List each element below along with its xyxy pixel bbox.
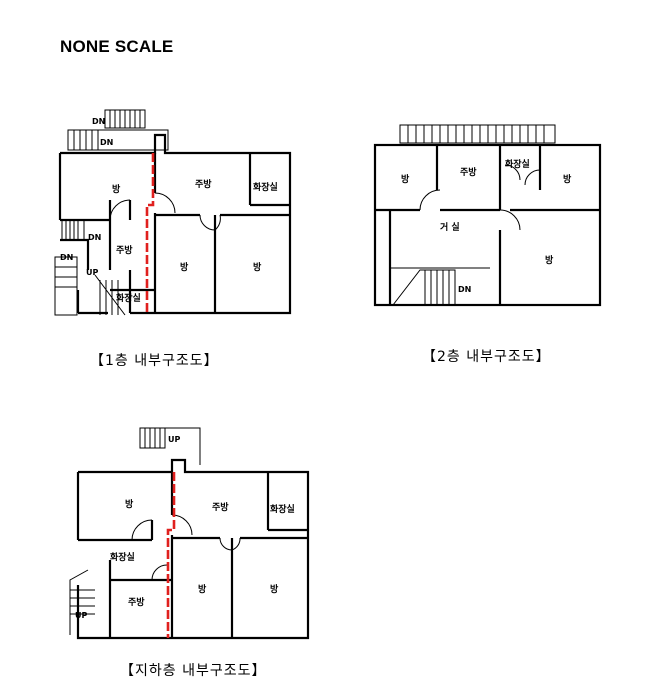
room-label: 주방 [116, 244, 133, 256]
room-label: 방 [125, 498, 134, 510]
room-label: 방 [198, 583, 207, 595]
stair-top-b1 [139, 427, 201, 465]
room-label: 방 [401, 173, 410, 185]
stair-label-dn-1: DN [92, 117, 105, 126]
room-label: 방 [270, 583, 279, 595]
room-label: 거 실 [440, 221, 460, 233]
room-label: 주방 [460, 166, 477, 178]
room-label: 방 [563, 173, 572, 185]
room-label: 주방 [212, 501, 229, 513]
stair-top-1f [67, 109, 169, 151]
floor-plan-2f: 방 주방 화장실 방 거 실 방 DN [373, 124, 602, 307]
room-label: 방 [253, 261, 262, 273]
room-label: 방 [545, 254, 554, 266]
outer-wall-2f [373, 143, 602, 307]
stair-bottom-2f [390, 267, 490, 306]
floor-plan-b1: 방 주방 화장실 화장실 주방 방 방 UP UP [69, 427, 310, 640]
stair-label-dn-2: DN [100, 138, 113, 147]
room-label: 화장실 [505, 158, 530, 170]
stair-left-b1 [69, 569, 95, 635]
caption-b1: 【지하층 내부구조도】 [120, 663, 267, 679]
scale-note: NONE SCALE [60, 37, 174, 56]
stair-label-dn: DN [458, 285, 471, 294]
outer-wall-1f [60, 133, 292, 315]
caption-1f: 【1층 내부구조도】 [90, 353, 219, 369]
divider-line-b1 [166, 472, 176, 638]
caption-2f: 【2층 내부구조도】 [422, 349, 551, 365]
stair-left-1f [54, 219, 126, 316]
divider-line-1f [145, 153, 155, 313]
stair-label-up: UP [86, 268, 98, 277]
room-label: 주방 [195, 178, 212, 190]
room-label: 방 [112, 183, 121, 195]
room-label: 화장실 [110, 551, 135, 563]
room-label: 화장실 [253, 181, 278, 193]
stair-label-dn-3: DN [88, 233, 101, 242]
stair-label-up-1: UP [168, 435, 180, 444]
room-label: 방 [180, 261, 189, 273]
room-label: 화장실 [270, 503, 295, 515]
stair-label-up-2: UP [75, 611, 87, 620]
stair-top-2f [399, 124, 556, 144]
stair-label-dn-4: DN [60, 253, 73, 262]
room-label: 주방 [128, 596, 145, 608]
floor-plan-1f: DN DN 방 주방 화장실 주방 방 방 화장실 DN DN UP [54, 109, 292, 316]
outer-wall-b1 [76, 458, 310, 640]
room-label: 화장실 [116, 292, 141, 304]
